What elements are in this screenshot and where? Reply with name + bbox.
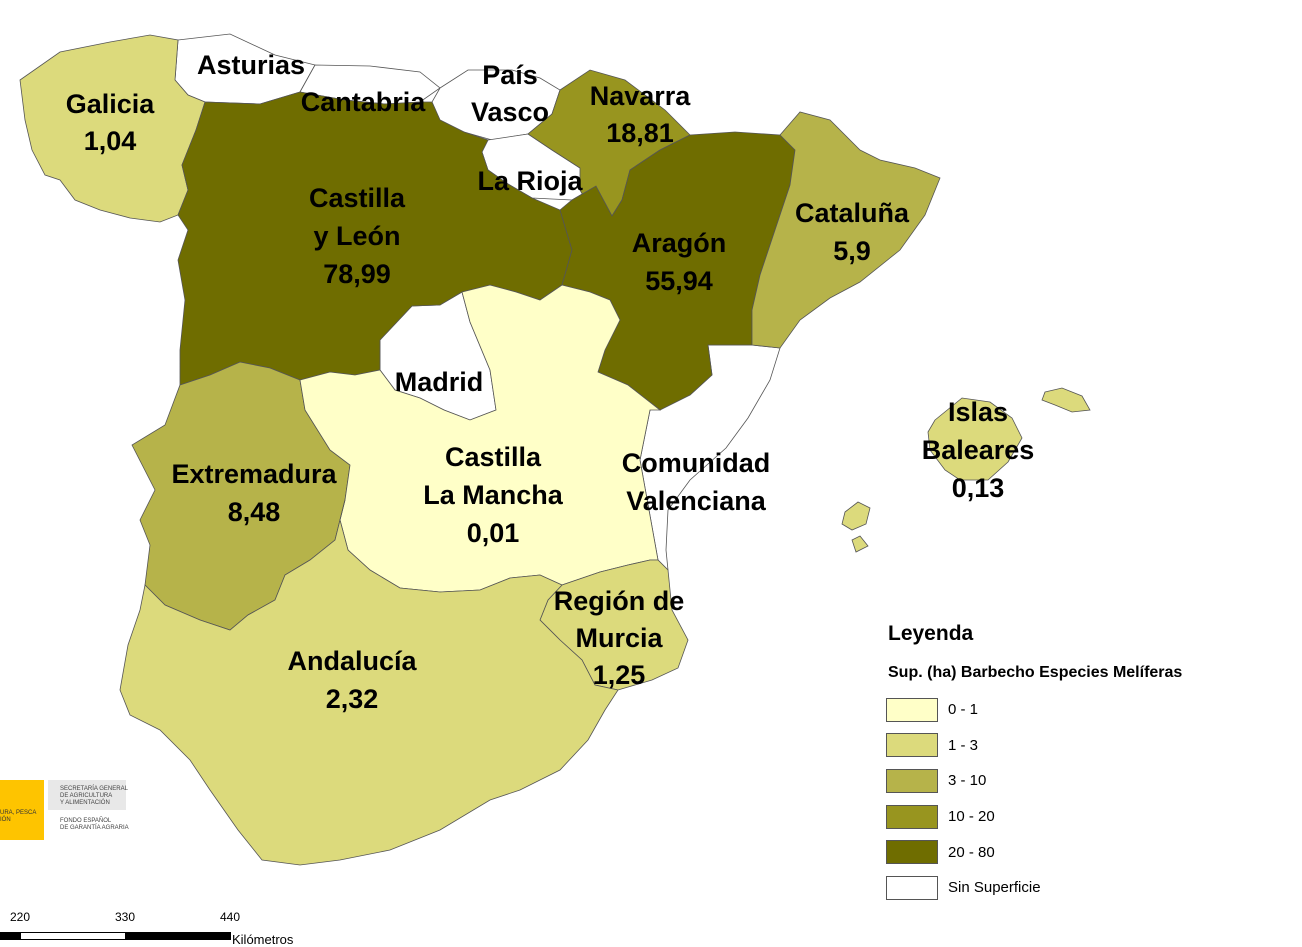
label-baleares-value: 0,13 <box>952 473 1005 503</box>
legend-label: 20 - 80 <box>948 843 995 861</box>
ministry-logo: URA, PESCA IÓN SECRETARÍA GENERAL DE AGR… <box>0 780 129 840</box>
legend-item: 10 - 20 <box>886 799 1302 835</box>
label-castilla-la-mancha-1: Castilla <box>445 442 542 472</box>
logo-grey-block: SECRETARÍA GENERAL DE AGRICULTURA Y ALIM… <box>48 780 128 810</box>
label-baleares-2: Baleares <box>922 435 1035 465</box>
label-castilla-leon-1: Castilla <box>309 183 406 213</box>
legend-title: Leyenda <box>888 622 974 645</box>
logo-left-text: URA, PESCA IÓN <box>0 810 37 823</box>
legend-label: 0 - 1 <box>948 701 979 719</box>
label-pais-vasco-2: Vasco <box>471 97 549 127</box>
label-pais-vasco-1: País <box>482 60 538 90</box>
label-galicia-value: 1,04 <box>84 126 137 156</box>
scale-segment <box>20 932 126 940</box>
label-navarra-value: 18,81 <box>606 118 674 148</box>
label-andalucia-value: 2,32 <box>326 684 379 714</box>
label-aragon-name: Aragón <box>632 228 727 258</box>
label-extremadura-name: Extremadura <box>171 459 337 489</box>
label-aragon-value: 55,94 <box>645 266 713 296</box>
legend-swatch-3-10 <box>886 768 938 793</box>
region-cataluna[interactable] <box>751 111 941 349</box>
scale-segment <box>126 932 231 940</box>
scale-tick: 220 <box>9 910 31 924</box>
legend-item: 3 - 10 <box>886 763 1302 799</box>
label-extremadura-value: 8,48 <box>228 497 281 527</box>
label-valencia-2: Valenciana <box>626 486 767 516</box>
label-castilla-la-mancha-2: La Mancha <box>423 480 564 510</box>
region-baleares-menorca[interactable] <box>1041 387 1091 413</box>
map-legend: Leyenda Sup. (ha) Barbecho Especies Melí… <box>886 622 1302 922</box>
legend-label: 10 - 20 <box>948 808 995 826</box>
legend-item: 20 - 80 <box>886 834 1302 870</box>
label-navarra-name: Navarra <box>590 81 692 111</box>
region-baleares-ibiza[interactable] <box>841 501 871 531</box>
legend-swatch-20-80 <box>886 840 938 865</box>
label-murcia-value: 1,25 <box>593 660 646 690</box>
label-andalucia-name: Andalucía <box>287 646 417 676</box>
label-cataluna-name: Cataluña <box>795 198 910 228</box>
scale-bar: 220 330 440 Kilómetros <box>0 910 320 947</box>
legend-label: 1 - 3 <box>948 736 979 754</box>
legend-swatch-0-1 <box>886 697 938 722</box>
legend-swatch-10-20 <box>886 804 938 829</box>
logo-bottom-text: FONDO ESPAÑOL DE GARANTÍA AGRARIA <box>60 818 129 831</box>
label-murcia-2: Murcia <box>575 623 663 653</box>
label-cantabria: Cantabria <box>301 87 427 117</box>
legend-item: 0 - 1 <box>886 692 1302 728</box>
logo-yellow-block: URA, PESCA IÓN <box>0 780 44 840</box>
scale-segment <box>0 932 20 940</box>
legend-item: 1 - 3 <box>886 728 1302 764</box>
scale-tick: 330 <box>114 910 136 924</box>
legend-swatch-sin-superficie <box>886 875 938 900</box>
label-valencia-1: Comunidad <box>622 448 771 478</box>
legend-item: Sin Superficie <box>886 870 1302 906</box>
label-madrid: Madrid <box>395 367 484 397</box>
label-asturias: Asturias <box>197 50 305 80</box>
label-galicia-name: Galicia <box>66 89 156 119</box>
logo-top-text: SECRETARÍA GENERAL DE AGRICULTURA Y ALIM… <box>60 786 128 806</box>
legend-label: Sin Superficie <box>948 879 1041 897</box>
label-castilla-la-mancha-value: 0,01 <box>467 518 520 548</box>
label-cataluna-value: 5,9 <box>833 236 871 266</box>
legend-swatch-1-3 <box>886 733 938 758</box>
label-castilla-leon-value: 78,99 <box>323 259 391 289</box>
scale-unit: Kilómetros <box>232 932 294 947</box>
label-murcia-1: Región de <box>554 586 685 616</box>
legend-label: 3 - 10 <box>948 772 987 790</box>
label-la-rioja: La Rioja <box>477 166 583 196</box>
scale-tick: 440 <box>219 910 241 924</box>
region-andalucia[interactable] <box>119 499 619 866</box>
label-baleares-1: Islas <box>948 397 1008 427</box>
region-baleares-mallorca[interactable] <box>927 397 1023 481</box>
region-baleares-formentera[interactable] <box>851 535 869 553</box>
legend-subtitle: Sup. (ha) Barbecho Especies Melíferas <box>888 664 1183 681</box>
label-castilla-leon-2: y León <box>313 221 400 251</box>
